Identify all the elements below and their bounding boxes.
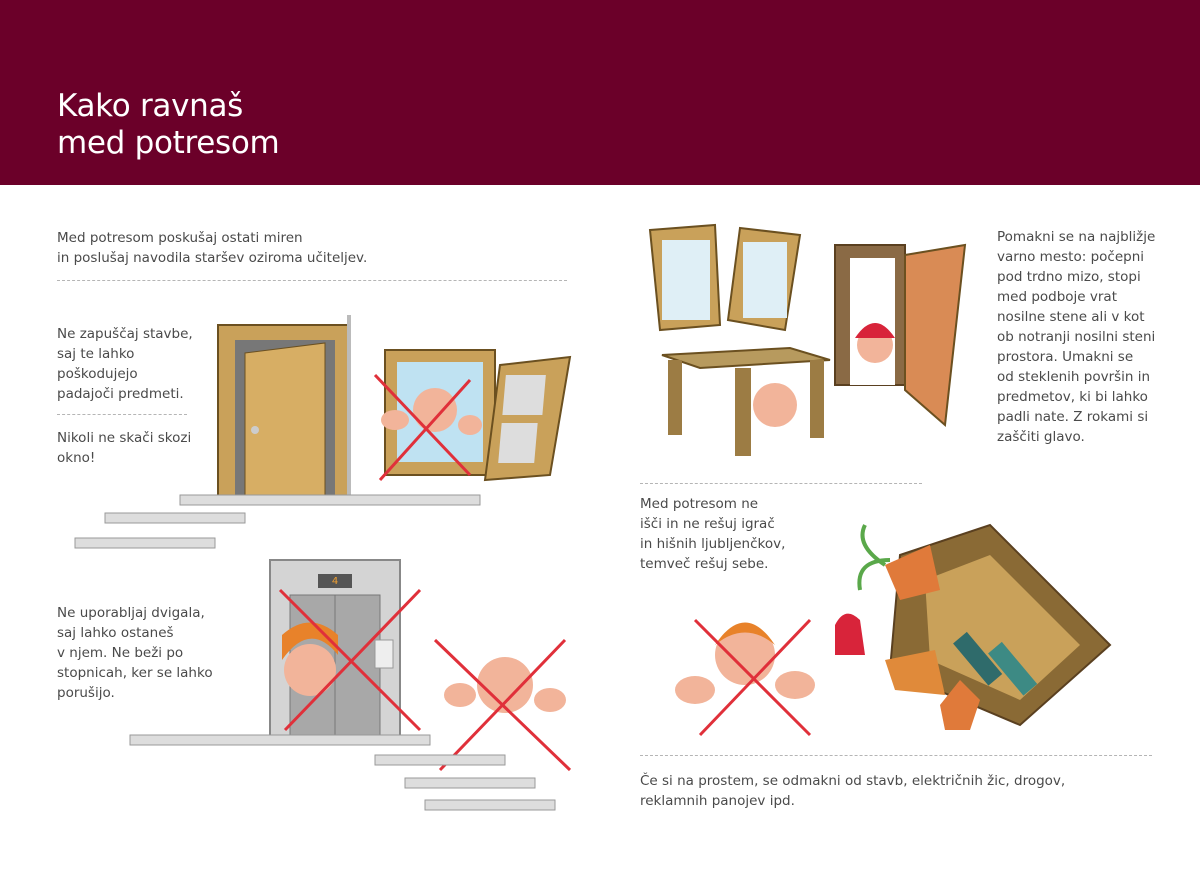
door-window-illustration xyxy=(74,315,572,549)
elevator-stairs-illustration xyxy=(129,559,572,811)
tip-safe-place: Pomakni se na najbližje varno mesto: poč… xyxy=(997,229,1156,445)
intro-text: Med potresom poskušaj ostati miren in po… xyxy=(57,230,368,266)
title-line-1: Kako ravnaš xyxy=(57,88,244,124)
tip-building: Ne zapuščaj stavbe, saj te lahko poškodu… xyxy=(57,326,193,402)
divider xyxy=(640,483,922,484)
divider xyxy=(57,414,187,415)
title-line-2: med potresom xyxy=(57,125,280,161)
tip-window: Nikoli ne skači skozi okno! xyxy=(57,430,192,466)
elevator-floor-display: 4 xyxy=(331,576,339,587)
tip-outside: Če si na prostem, se odmakni od stavb, e… xyxy=(640,773,1066,809)
page-title: Kako ravnaš med potresom xyxy=(57,88,280,162)
page-header: Kako ravnaš med potresom xyxy=(0,0,1200,185)
tip-toys: Med potresom ne išči in ne rešuj igrač i… xyxy=(640,496,786,572)
table-door-illustration xyxy=(648,223,967,456)
divider xyxy=(640,755,1152,756)
tip-elevator: Ne uporabljaj dvigala, saj lahko ostaneš… xyxy=(57,605,213,701)
bookshelf-child-illustration xyxy=(660,523,1140,753)
divider xyxy=(57,280,567,281)
